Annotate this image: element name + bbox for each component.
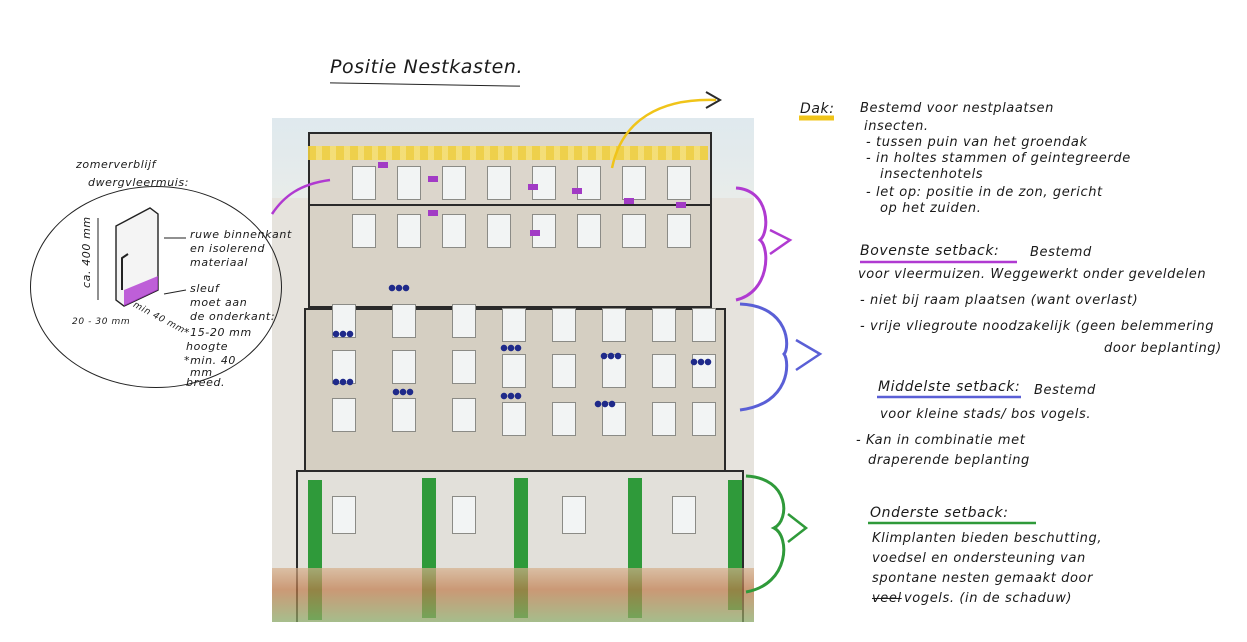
inset-dim-width: 20 - 30 mm	[72, 317, 131, 327]
roof-arrow	[610, 98, 717, 169]
inset-label-8: hoogte	[186, 340, 229, 353]
onderste-strikethrough: veel	[872, 591, 902, 606]
middelste-line-4: draperende beplanting	[868, 453, 1030, 468]
bovenste-line-5: door beplanting)	[1104, 341, 1222, 356]
bovenste-line-2: voor vleermuizen. Weggewerkt onder gevel…	[858, 267, 1207, 282]
bovenste-line-3: - niet bij raam plaatsen (want overlast)	[860, 293, 1139, 308]
bovenste-line-4: - vrije vliegroute noodzakelijk (geen be…	[860, 319, 1215, 334]
inset-arrow	[270, 178, 331, 215]
dak-line-7: op het zuiden.	[880, 201, 982, 216]
onderste-line-2: voedsel en ondersteuning van	[872, 551, 1086, 566]
dak-line-4: - in holtes stammen of geintegreerde	[866, 151, 1131, 166]
dak-line-1: Bestemd voor nestplaatsen	[860, 101, 1054, 116]
bovenste-line-1: Bestemd	[1030, 245, 1092, 260]
onderste-line-3: spontane nesten gemaakt door	[872, 571, 1094, 586]
inset-label-10: mm	[190, 366, 213, 379]
lower-brace	[745, 474, 786, 594]
dak-line-3: - tussen puin van het groendak	[866, 135, 1088, 150]
bat-box-detail-circle	[30, 186, 282, 388]
middelste-line-3: - Kan in combinatie met	[856, 433, 1026, 448]
inset-heading-2: dwergvleermuis:	[88, 176, 190, 189]
dak-line-2: insecten.	[864, 119, 929, 134]
bat-box-sketch	[97, 207, 187, 307]
middle-brace	[739, 302, 789, 412]
onderste-label: Onderste setback:	[870, 505, 1009, 521]
dak-line-5: insectenhotels	[880, 167, 984, 182]
inset-dim-height: ca. 400 mm	[80, 216, 93, 288]
inset-label-5: moet aan	[190, 296, 248, 309]
middelste-line-1: Bestemd	[1034, 383, 1096, 398]
onderste-line-4: vogels. (in de schaduw)	[904, 591, 1073, 606]
diagram-title: Positie Nestkasten.	[330, 56, 524, 78]
building-facade-image	[272, 118, 754, 622]
green-roof-highlight	[308, 146, 708, 160]
inset-label-4: sleuf	[190, 282, 220, 295]
middelste-line-2: voor kleine stads/ bos vogels.	[880, 407, 1092, 422]
ground-planting	[272, 568, 754, 622]
inset-label-1: ruwe binnenkant	[190, 228, 292, 241]
onderste-line-1: Klimplanten bieden beschutting,	[872, 531, 1103, 546]
inset-heading-1: zomerverblijf	[76, 158, 157, 171]
inset-label-7: *15-20 mm	[184, 326, 252, 339]
dak-line-6: - let op: positie in de zon, gericht	[866, 185, 1103, 200]
inset-label-3: materiaal	[190, 256, 249, 269]
inset-label-11: breed.	[186, 376, 226, 389]
upper-brace	[735, 186, 768, 302]
inset-label-6: de onderkant:	[190, 310, 276, 323]
inset-label-9: *min. 40	[184, 354, 237, 367]
dak-label: Dak:	[800, 101, 835, 117]
inset-label-2: en isolerend	[190, 242, 266, 255]
bovenste-label: Bovenste setback:	[860, 243, 1000, 259]
middelste-label: Middelste setback:	[878, 379, 1021, 395]
